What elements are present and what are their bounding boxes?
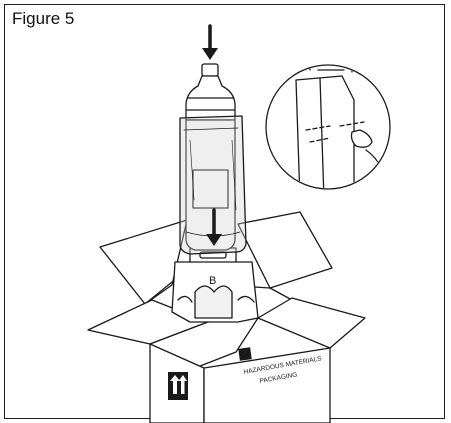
box-face-right <box>203 347 331 423</box>
hand-fingers <box>350 129 373 148</box>
down-arrow-mid <box>206 208 222 246</box>
bottle <box>185 63 236 251</box>
bag-outline <box>179 115 247 255</box>
box-flap-right <box>257 297 366 349</box>
bottle-cap <box>201 63 219 77</box>
this-way-up-label <box>168 372 188 400</box>
detail-inset <box>265 64 391 190</box>
shipping-box <box>87 211 366 423</box>
plastic-bag <box>179 115 247 255</box>
box-flap-back-right <box>237 211 333 289</box>
container-label: B <box>209 275 216 287</box>
box-flap-back-left <box>99 219 188 305</box>
inner-container <box>171 247 259 323</box>
absorbent-liner <box>194 285 233 319</box>
down-arrow-top <box>202 24 218 60</box>
figure-title: Figure 5 <box>12 9 75 28</box>
detail-circle <box>265 64 391 190</box>
handle-slot <box>199 251 227 259</box>
